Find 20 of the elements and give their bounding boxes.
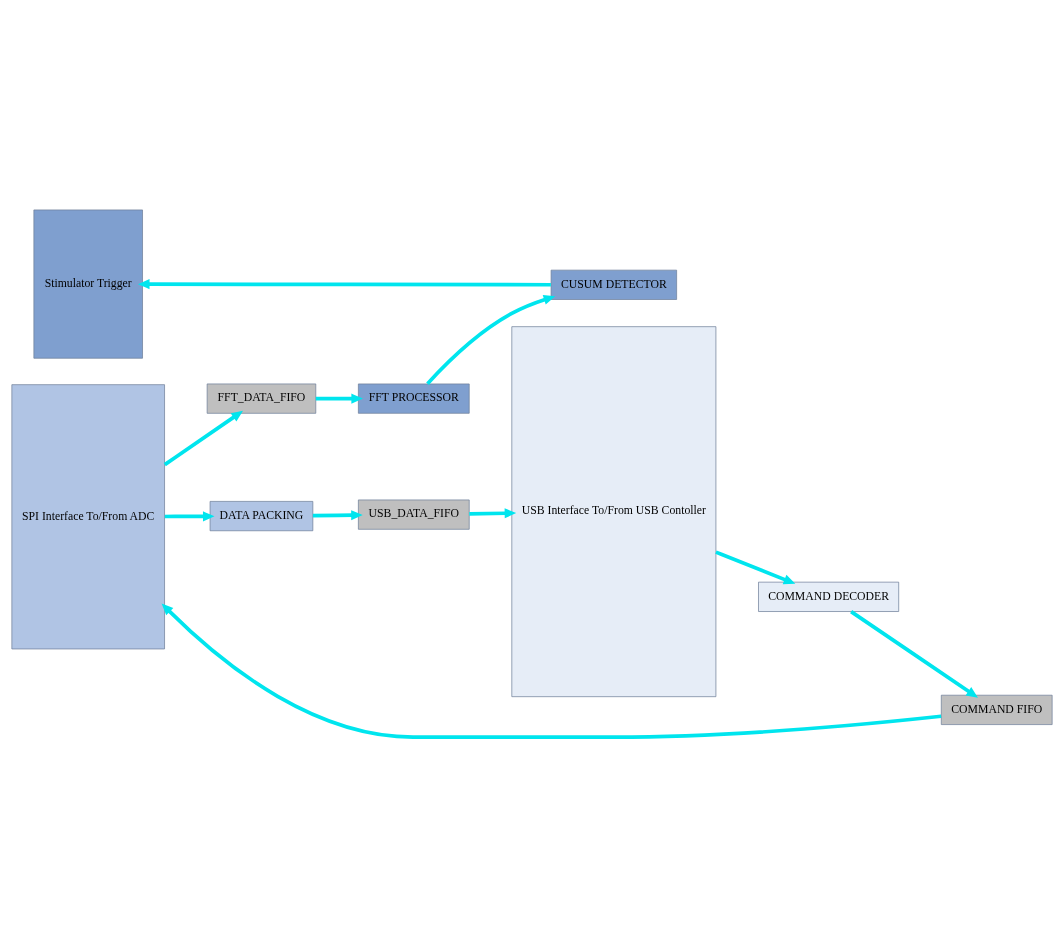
arrow	[469, 508, 517, 519]
arrow	[850, 610, 978, 698]
node-box: USB Interface To/From USB Contoller	[511, 326, 717, 698]
arrow	[312, 510, 363, 521]
arrow	[315, 393, 363, 404]
node-box: USB_DATA_FIFO	[358, 499, 470, 530]
node-box: Stimulator Trigger	[33, 209, 143, 359]
arrow	[164, 511, 215, 522]
node-box: COMMAND DECODER	[758, 581, 900, 612]
arrow	[426, 294, 556, 385]
node-box: DATA PACKING	[209, 501, 314, 532]
node-box: CUSUM DETECTOR	[550, 269, 677, 300]
node-box: COMMAND FIFO	[940, 694, 1053, 725]
node-box: SPI Interface To/From ADC	[11, 384, 165, 650]
node-box: FFT PROCESSOR	[358, 383, 470, 414]
arrow	[163, 410, 244, 467]
arrow	[715, 550, 796, 585]
node-box: FFT_DATA_FIFO	[206, 383, 317, 414]
arrow	[138, 279, 551, 290]
arrow	[161, 603, 942, 739]
